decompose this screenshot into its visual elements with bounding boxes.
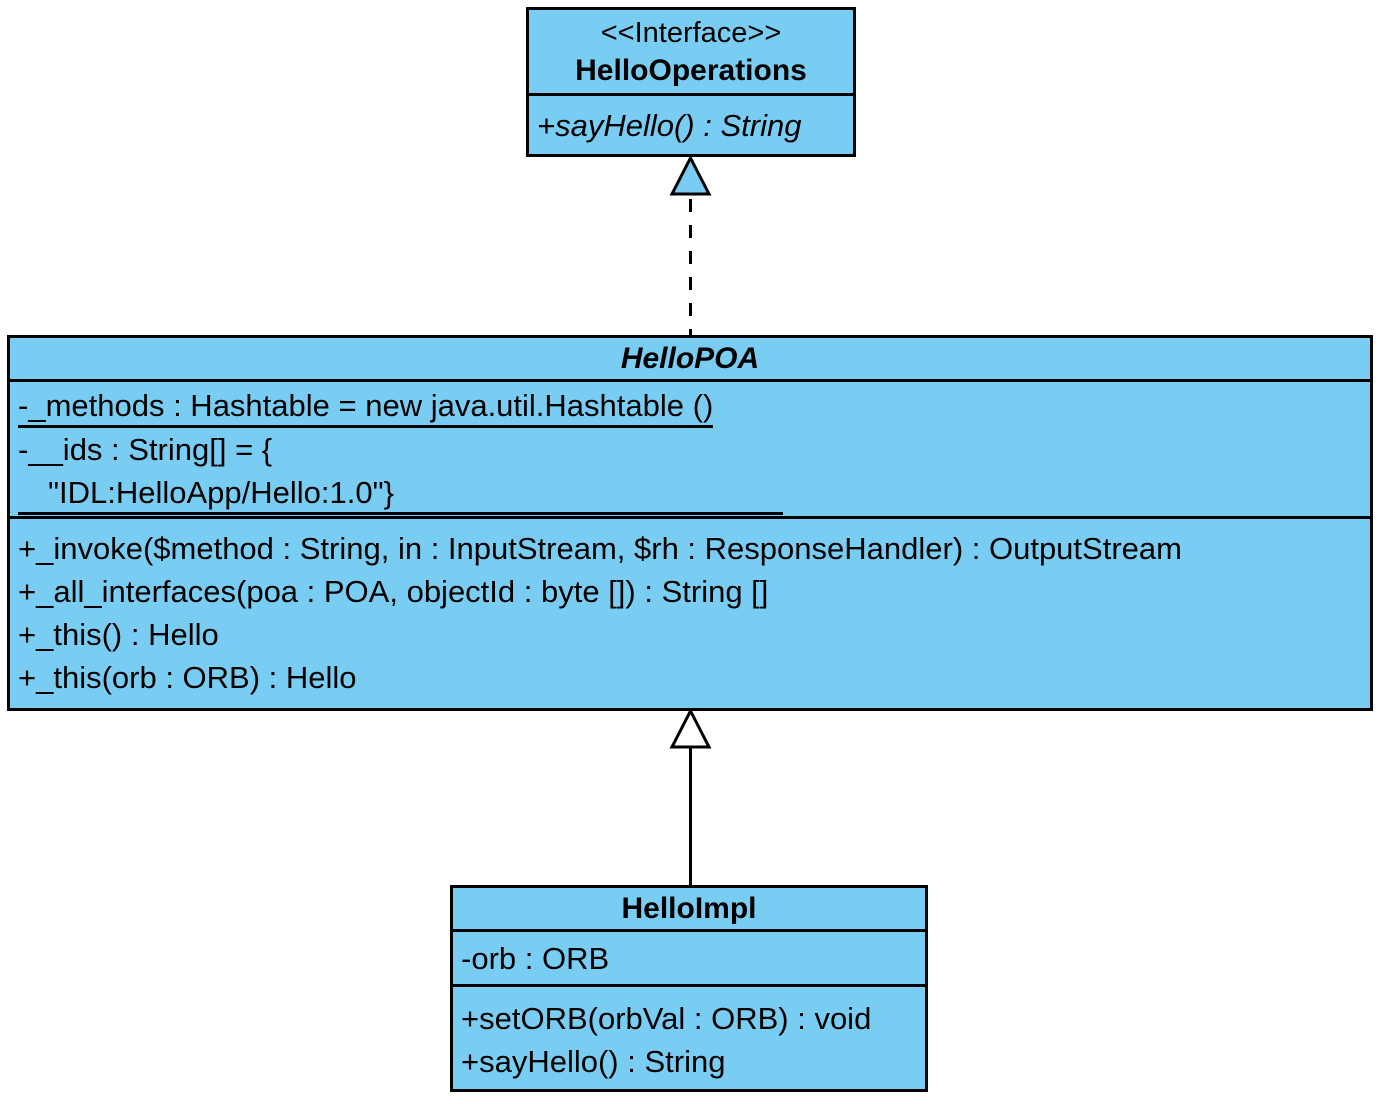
hellopoa-methods-section: +_invoke($method : String, in : InputStr… bbox=[10, 516, 1370, 708]
attribute-entry: -orb : ORB bbox=[461, 940, 610, 976]
method-entry: +setORB(orbVal : ORB) : void bbox=[461, 1001, 872, 1036]
helloimpl-attributes-section: -orb : ORB bbox=[453, 929, 925, 984]
hellooperations-class-name: HelloOperations bbox=[575, 53, 807, 87]
helloimpl-title-section: HelloImpl bbox=[453, 888, 925, 929]
method-entry: +_invoke($method : String, in : InputStr… bbox=[18, 531, 1182, 566]
realization-arrow bbox=[669, 155, 712, 336]
helloimpl-methods-section: +setORB(orbVal : ORB) : void +sayHello()… bbox=[453, 984, 925, 1089]
attribute-entry: -_methods : Hashtable = new java.util.Ha… bbox=[18, 384, 1366, 428]
attribute-entry: -__ids : String[] = { bbox=[18, 432, 273, 467]
method-entry: +_all_interfaces(poa : POA, objectId : b… bbox=[18, 574, 769, 609]
method-entry: +sayHello() : String bbox=[461, 1044, 726, 1079]
class-box-hellooperations: <<Interface>> HelloOperations +sayHello(… bbox=[526, 7, 856, 157]
class-box-helloimpl: HelloImpl -orb : ORB +setORB(orbVal : OR… bbox=[450, 885, 928, 1092]
method-entry: +_this() : Hello bbox=[18, 617, 219, 652]
static-attribute-text: "IDL:HelloApp/Hello:1.0"} bbox=[18, 475, 783, 515]
realization-triangle-arrowhead bbox=[669, 155, 712, 196]
class-box-hellopoa: HelloPOA -_methods : Hashtable = new jav… bbox=[7, 335, 1373, 711]
static-attribute-text: -_methods : Hashtable = new java.util.Ha… bbox=[18, 388, 714, 428]
method-entry: +sayHello() : String bbox=[537, 107, 802, 143]
method-entry: +_this(orb : ORB) : Hello bbox=[18, 660, 357, 695]
hellooperations-methods-section: +sayHello() : String bbox=[529, 93, 853, 154]
attribute-entry: "IDL:HelloApp/Hello:1.0"} bbox=[18, 471, 1366, 515]
hellopoa-attributes-section: -_methods : Hashtable = new java.util.Ha… bbox=[10, 379, 1370, 516]
generalization-triangle-arrowhead bbox=[669, 708, 712, 749]
hellopoa-title-section: HelloPOA bbox=[10, 338, 1370, 379]
interface-stereotype-label: <<Interface>> bbox=[600, 16, 782, 49]
hellopoa-class-name: HelloPOA bbox=[620, 341, 760, 375]
generalization-arrow bbox=[669, 708, 712, 887]
hellooperations-title-section: <<Interface>> HelloOperations bbox=[529, 10, 853, 93]
helloimpl-class-name: HelloImpl bbox=[621, 891, 757, 925]
